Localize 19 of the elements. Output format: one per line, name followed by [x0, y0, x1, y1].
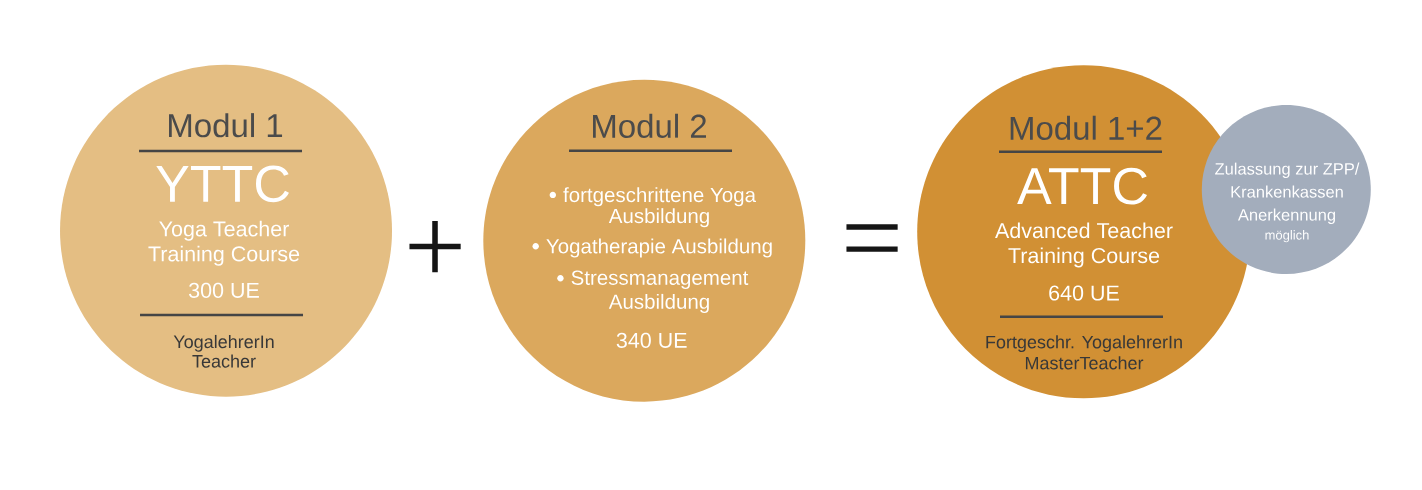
equals-sign: =: [846, 224, 898, 252]
list-item: Stressmanagement Ausbildung: [571, 270, 749, 313]
module-heading: Modul 1: [169, 113, 283, 138]
hours-text: 640 UE: [1049, 285, 1119, 301]
course-name: Advanced Teacher Training Course: [995, 222, 1173, 268]
course-acronym: ATTC: [1017, 167, 1147, 205]
list-item: Yogatherapie Ausbildung: [546, 238, 772, 258]
hours-text: 340 UE: [616, 332, 687, 348]
qualification-text: Fortgeschr. YogalehrerIn MasterTeacher: [986, 335, 1182, 370]
course-name: Yoga Teacher Training Course: [148, 220, 300, 266]
module-heading: Modul 2: [593, 113, 706, 138]
list-item: fortgeschrittene Yoga Ausbildung: [563, 187, 756, 228]
note-text: möglich: [1265, 230, 1309, 243]
plus-sign: +: [409, 220, 461, 273]
hours-text: 300 UE: [189, 282, 259, 298]
note-text: Zulassung zur ZPP/ Krankenkassen Anerkennung: [1215, 162, 1360, 224]
course-acronym: YTTC: [156, 165, 289, 203]
module-heading: Modul 1+2: [1010, 115, 1162, 140]
qualification-text: YogalehrerIn Teacher: [173, 334, 274, 368]
